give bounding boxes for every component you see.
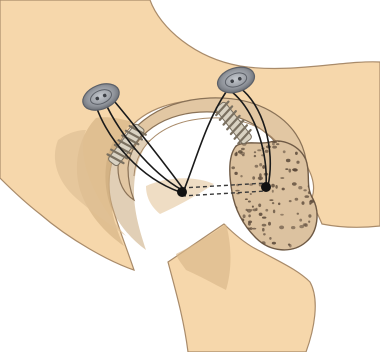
cancellous-dot — [265, 209, 268, 212]
cancellous-dot — [309, 201, 313, 204]
cancellous-dot — [272, 190, 274, 193]
cancellous-dot — [302, 201, 305, 205]
cancellous-dot — [291, 226, 295, 229]
cancellous-dot — [289, 244, 292, 247]
cancellous-dot — [248, 201, 251, 203]
cancellous-dot — [248, 221, 252, 224]
cancellous-dot — [280, 214, 284, 216]
cancellous-dot — [308, 221, 310, 223]
cancellous-dot — [272, 143, 275, 146]
cancellous-dot — [259, 163, 262, 166]
cancellous-dot — [250, 209, 252, 211]
cancellous-dot — [303, 189, 306, 191]
cancellous-dot — [268, 222, 271, 226]
cancellous-dot — [273, 210, 275, 214]
cancellous-dot — [292, 182, 297, 185]
cancellous-dot — [252, 206, 254, 208]
head-suture-knot — [261, 182, 271, 192]
cancellous-dot — [259, 213, 263, 216]
cancellous-dot — [262, 224, 267, 227]
cancellous-dot — [299, 225, 304, 228]
cancellous-dot — [241, 148, 245, 150]
cancellous-dot — [272, 202, 274, 204]
cancellous-dot — [295, 152, 298, 155]
cancellous-dot — [285, 168, 288, 170]
cancellous-dot — [296, 161, 299, 164]
cancellous-dot — [299, 219, 302, 222]
cancellous-dot — [275, 185, 277, 189]
cancellous-dot — [255, 165, 259, 168]
cancellous-dot — [282, 188, 285, 191]
cancellous-dot — [258, 204, 261, 208]
cancellous-dot — [254, 155, 256, 157]
cancellous-dot — [236, 152, 238, 155]
cancellous-dot — [262, 165, 265, 169]
cancellous-dot — [248, 214, 251, 217]
cancellous-dot — [262, 217, 266, 219]
cancellous-dot — [269, 237, 271, 240]
cancellous-dot — [286, 159, 291, 162]
cancellous-dot — [298, 186, 302, 189]
cancellous-dot — [243, 214, 246, 218]
cancellous-dot — [262, 228, 265, 232]
cancellous-dot — [308, 214, 311, 217]
cancellous-dot — [278, 203, 280, 206]
cancellous-dot — [283, 150, 286, 153]
cancellous-dot — [295, 198, 299, 201]
cancellous-dot — [234, 172, 237, 175]
cancellous-dot — [246, 209, 248, 211]
cancellous-dot — [250, 193, 252, 195]
cancellous-dot — [254, 151, 256, 153]
cancellous-dot — [240, 175, 242, 177]
cancellous-dot — [253, 209, 257, 212]
cancellous-dot — [292, 168, 297, 171]
cancellous-dot — [305, 195, 310, 198]
cancellous-dot — [297, 213, 299, 215]
cancellous-dot — [272, 242, 276, 245]
cancellous-dot — [235, 190, 239, 192]
socket-suture-knot — [177, 187, 187, 197]
cancellous-dot — [279, 226, 284, 230]
cancellous-dot — [289, 200, 292, 202]
cancellous-dot — [269, 199, 273, 201]
cancellous-dot — [272, 146, 277, 149]
cancellous-dot — [276, 143, 279, 145]
cancellous-dot — [252, 228, 256, 230]
cancellous-dot — [245, 198, 248, 200]
cancellous-dot — [257, 149, 261, 151]
cancellous-dot — [258, 176, 263, 180]
cancellous-dot — [252, 176, 255, 179]
cancellous-dot — [263, 233, 266, 235]
cancellous-dot — [265, 150, 269, 153]
cancellous-dot — [280, 177, 284, 179]
cancellous-dot — [289, 169, 292, 173]
cancellous-dot — [271, 184, 275, 188]
cancellous-dot — [240, 152, 245, 155]
cancellous-dot — [231, 166, 235, 169]
